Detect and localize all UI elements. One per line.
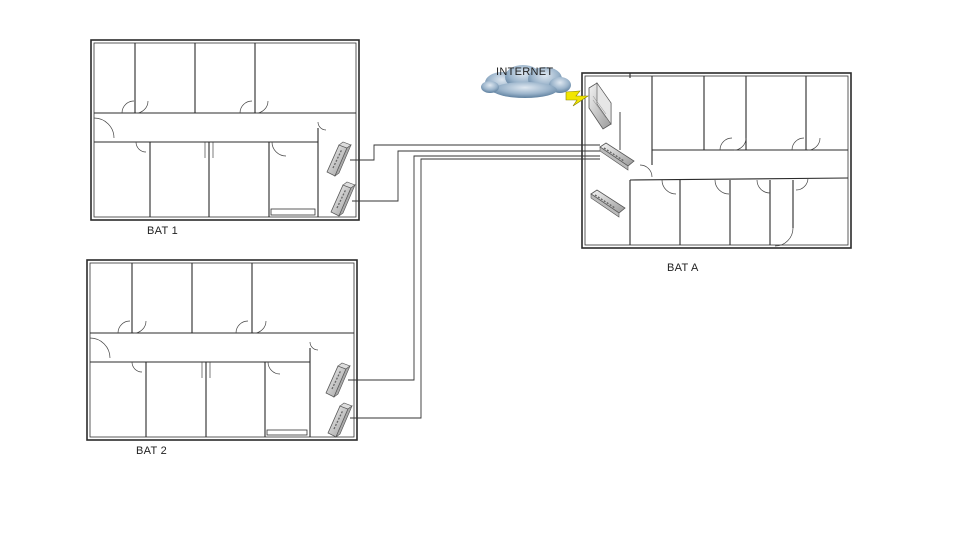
switch-icon bbox=[326, 141, 352, 177]
cable-links bbox=[348, 112, 621, 419]
switch-icon bbox=[325, 362, 351, 398]
building-batA bbox=[581, 72, 852, 249]
router-icon bbox=[588, 82, 612, 130]
batA-label: BAT A bbox=[667, 262, 699, 274]
internet-cloud bbox=[481, 65, 589, 107]
switch-icon bbox=[330, 181, 356, 217]
wan-link-icon bbox=[565, 90, 589, 107]
switch-icon bbox=[599, 142, 635, 171]
building-bat1 bbox=[90, 39, 360, 221]
cloud-icon bbox=[481, 65, 571, 98]
switch-icon bbox=[327, 402, 353, 438]
internet-label: INTERNET bbox=[496, 66, 554, 78]
switch-icon bbox=[590, 189, 626, 218]
bat2-label: BAT 2 bbox=[136, 445, 168, 457]
bat1-label: BAT 1 bbox=[147, 225, 179, 237]
building-bat2 bbox=[86, 259, 358, 441]
